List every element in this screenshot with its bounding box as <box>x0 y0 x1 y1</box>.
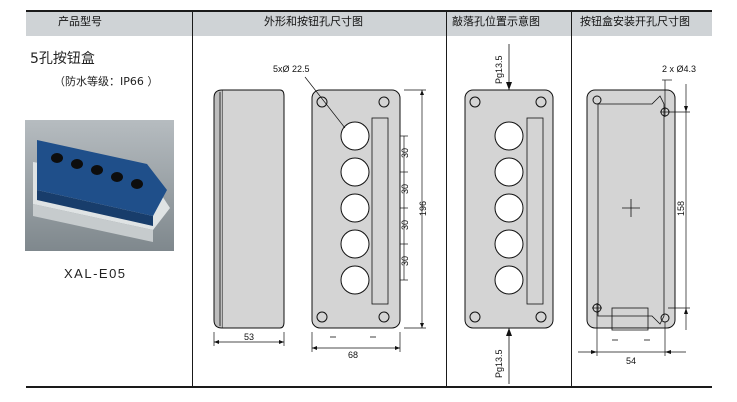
front-width-dim: 68 <box>348 350 358 360</box>
mounting-width-dim: 54 <box>626 356 636 366</box>
header-outline-dimensions: 外形和按钮孔尺寸图 <box>264 15 363 28</box>
header-knockout-position: 敲落孔位置示意图 <box>452 15 540 28</box>
mounting-hole-label: 2 x Ø4.3 <box>662 64 696 74</box>
header-product-model: 产品型号 <box>58 15 102 28</box>
pitch-dim-2: 30 <box>400 184 410 194</box>
header-mounting-cutout: 按钮盒安装开孔尺寸图 <box>580 15 690 28</box>
front-view-drawing: 5xØ 22.5 30 30 30 30 196 68 <box>273 64 428 360</box>
top-knockout-label: Pg13.5 <box>494 55 504 84</box>
pitch-dim-4: 30 <box>400 256 410 266</box>
pitch-dim-1: 30 <box>400 148 410 158</box>
product-protection-rating: （防水等级：IP66 ） <box>54 75 159 88</box>
column-divider-1 <box>192 12 193 386</box>
table-header-bar <box>26 10 712 36</box>
overall-height-dim: 196 <box>418 201 428 216</box>
column-divider-2 <box>446 12 447 386</box>
knockout-drawing: Pg13.5 Pg13.5 <box>464 44 554 384</box>
pitch-dim-3: 30 <box>400 220 410 230</box>
table-bottom-rule <box>26 386 712 388</box>
product-photo <box>25 120 174 251</box>
column-divider-3 <box>571 12 572 386</box>
product-model-code: XAL-E05 <box>64 266 127 281</box>
bottom-knockout-label: Pg13.5 <box>494 349 504 378</box>
side-width-dim: 53 <box>244 332 254 342</box>
mounting-height-dim: 158 <box>676 201 686 216</box>
product-title: 5孔按钮盒 <box>30 51 95 67</box>
side-view-drawing: 53 <box>213 89 285 346</box>
hole-diameter-label: 5xØ 22.5 <box>273 64 310 74</box>
mounting-drawing: 2 x Ø4.3 158 54 <box>578 64 696 366</box>
